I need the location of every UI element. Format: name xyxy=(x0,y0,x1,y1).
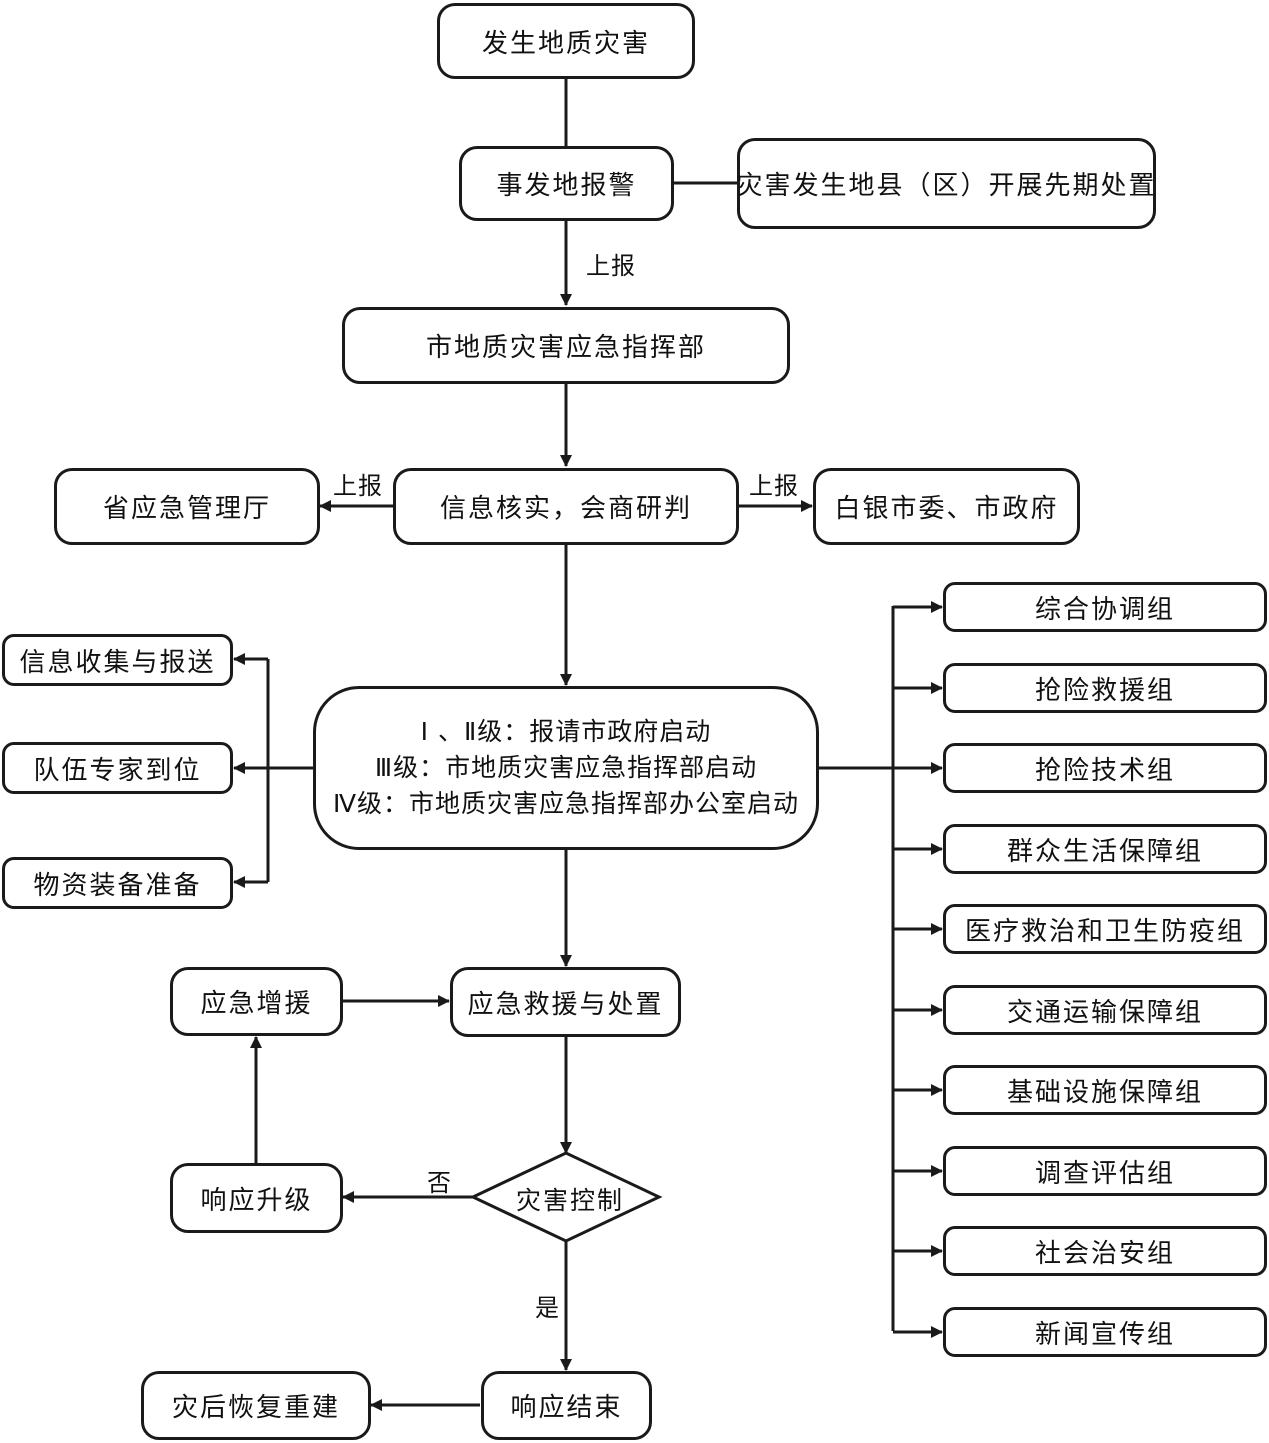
node-response-end: 响应结束 xyxy=(481,1371,652,1440)
node-provincial-emergency: 省应急管理厅 xyxy=(54,468,320,545)
node-info-collect: 信息收集与报送 xyxy=(2,634,233,686)
node-rescue-disposal: 应急救援与处置 xyxy=(450,967,681,1037)
node-emergency-reinforce: 应急增援 xyxy=(170,967,343,1036)
node-city-command: 市地质灾害应急指挥部 xyxy=(342,307,790,384)
label-no: 否 xyxy=(427,1169,452,1197)
node-county-first-response: 灾害发生地县（区）开展先期处置 xyxy=(737,138,1156,229)
node-local-alarm: 事发地报警 xyxy=(459,146,674,221)
group-box: 新闻宣传组 xyxy=(943,1307,1267,1357)
label-report-left: 上报 xyxy=(333,472,383,500)
response-level-1-2: Ⅰ 、Ⅱ级：报请市政府启动 xyxy=(420,717,712,746)
node-response-levels: Ⅰ 、Ⅱ级：报请市政府启动 Ⅲ级：市地质灾害应急指挥部启动 Ⅳ级：市地质灾害应急… xyxy=(313,686,819,850)
label-yes: 是 xyxy=(535,1294,560,1322)
response-level-4: Ⅳ级：市地质灾害应急指挥部办公室启动 xyxy=(332,789,800,818)
node-response-upgrade: 响应升级 xyxy=(170,1163,343,1233)
group-box: 交通运输保障组 xyxy=(943,985,1267,1035)
disaster-control-diamond xyxy=(469,1151,663,1243)
node-recovery: 灾后恢复重建 xyxy=(141,1371,371,1440)
node-disaster-control-label: 灾害控制 xyxy=(516,1186,625,1215)
group-box: 医疗救治和卫生防疫组 xyxy=(943,904,1267,954)
node-team-experts: 队伍专家到位 xyxy=(2,742,233,794)
label-report-up: 上报 xyxy=(586,252,636,280)
group-box: 调查评估组 xyxy=(943,1146,1267,1196)
label-report-right: 上报 xyxy=(749,472,799,500)
group-box: 群众生活保障组 xyxy=(943,824,1267,874)
node-disaster-occurs: 发生地质灾害 xyxy=(437,3,695,79)
group-box: 抢险救援组 xyxy=(943,663,1267,713)
group-box: 综合协调组 xyxy=(943,582,1267,632)
group-box: 社会治安组 xyxy=(943,1226,1267,1276)
node-verify-judge: 信息核实，会商研判 xyxy=(393,468,739,545)
node-materials: 物资装备准备 xyxy=(2,857,233,909)
group-box: 基础设施保障组 xyxy=(943,1065,1267,1115)
node-baiyin-committee: 白银市委、市政府 xyxy=(813,468,1080,545)
response-level-3: Ⅲ级：市地质灾害应急指挥部启动 xyxy=(374,753,758,782)
group-box: 抢险技术组 xyxy=(943,743,1267,793)
